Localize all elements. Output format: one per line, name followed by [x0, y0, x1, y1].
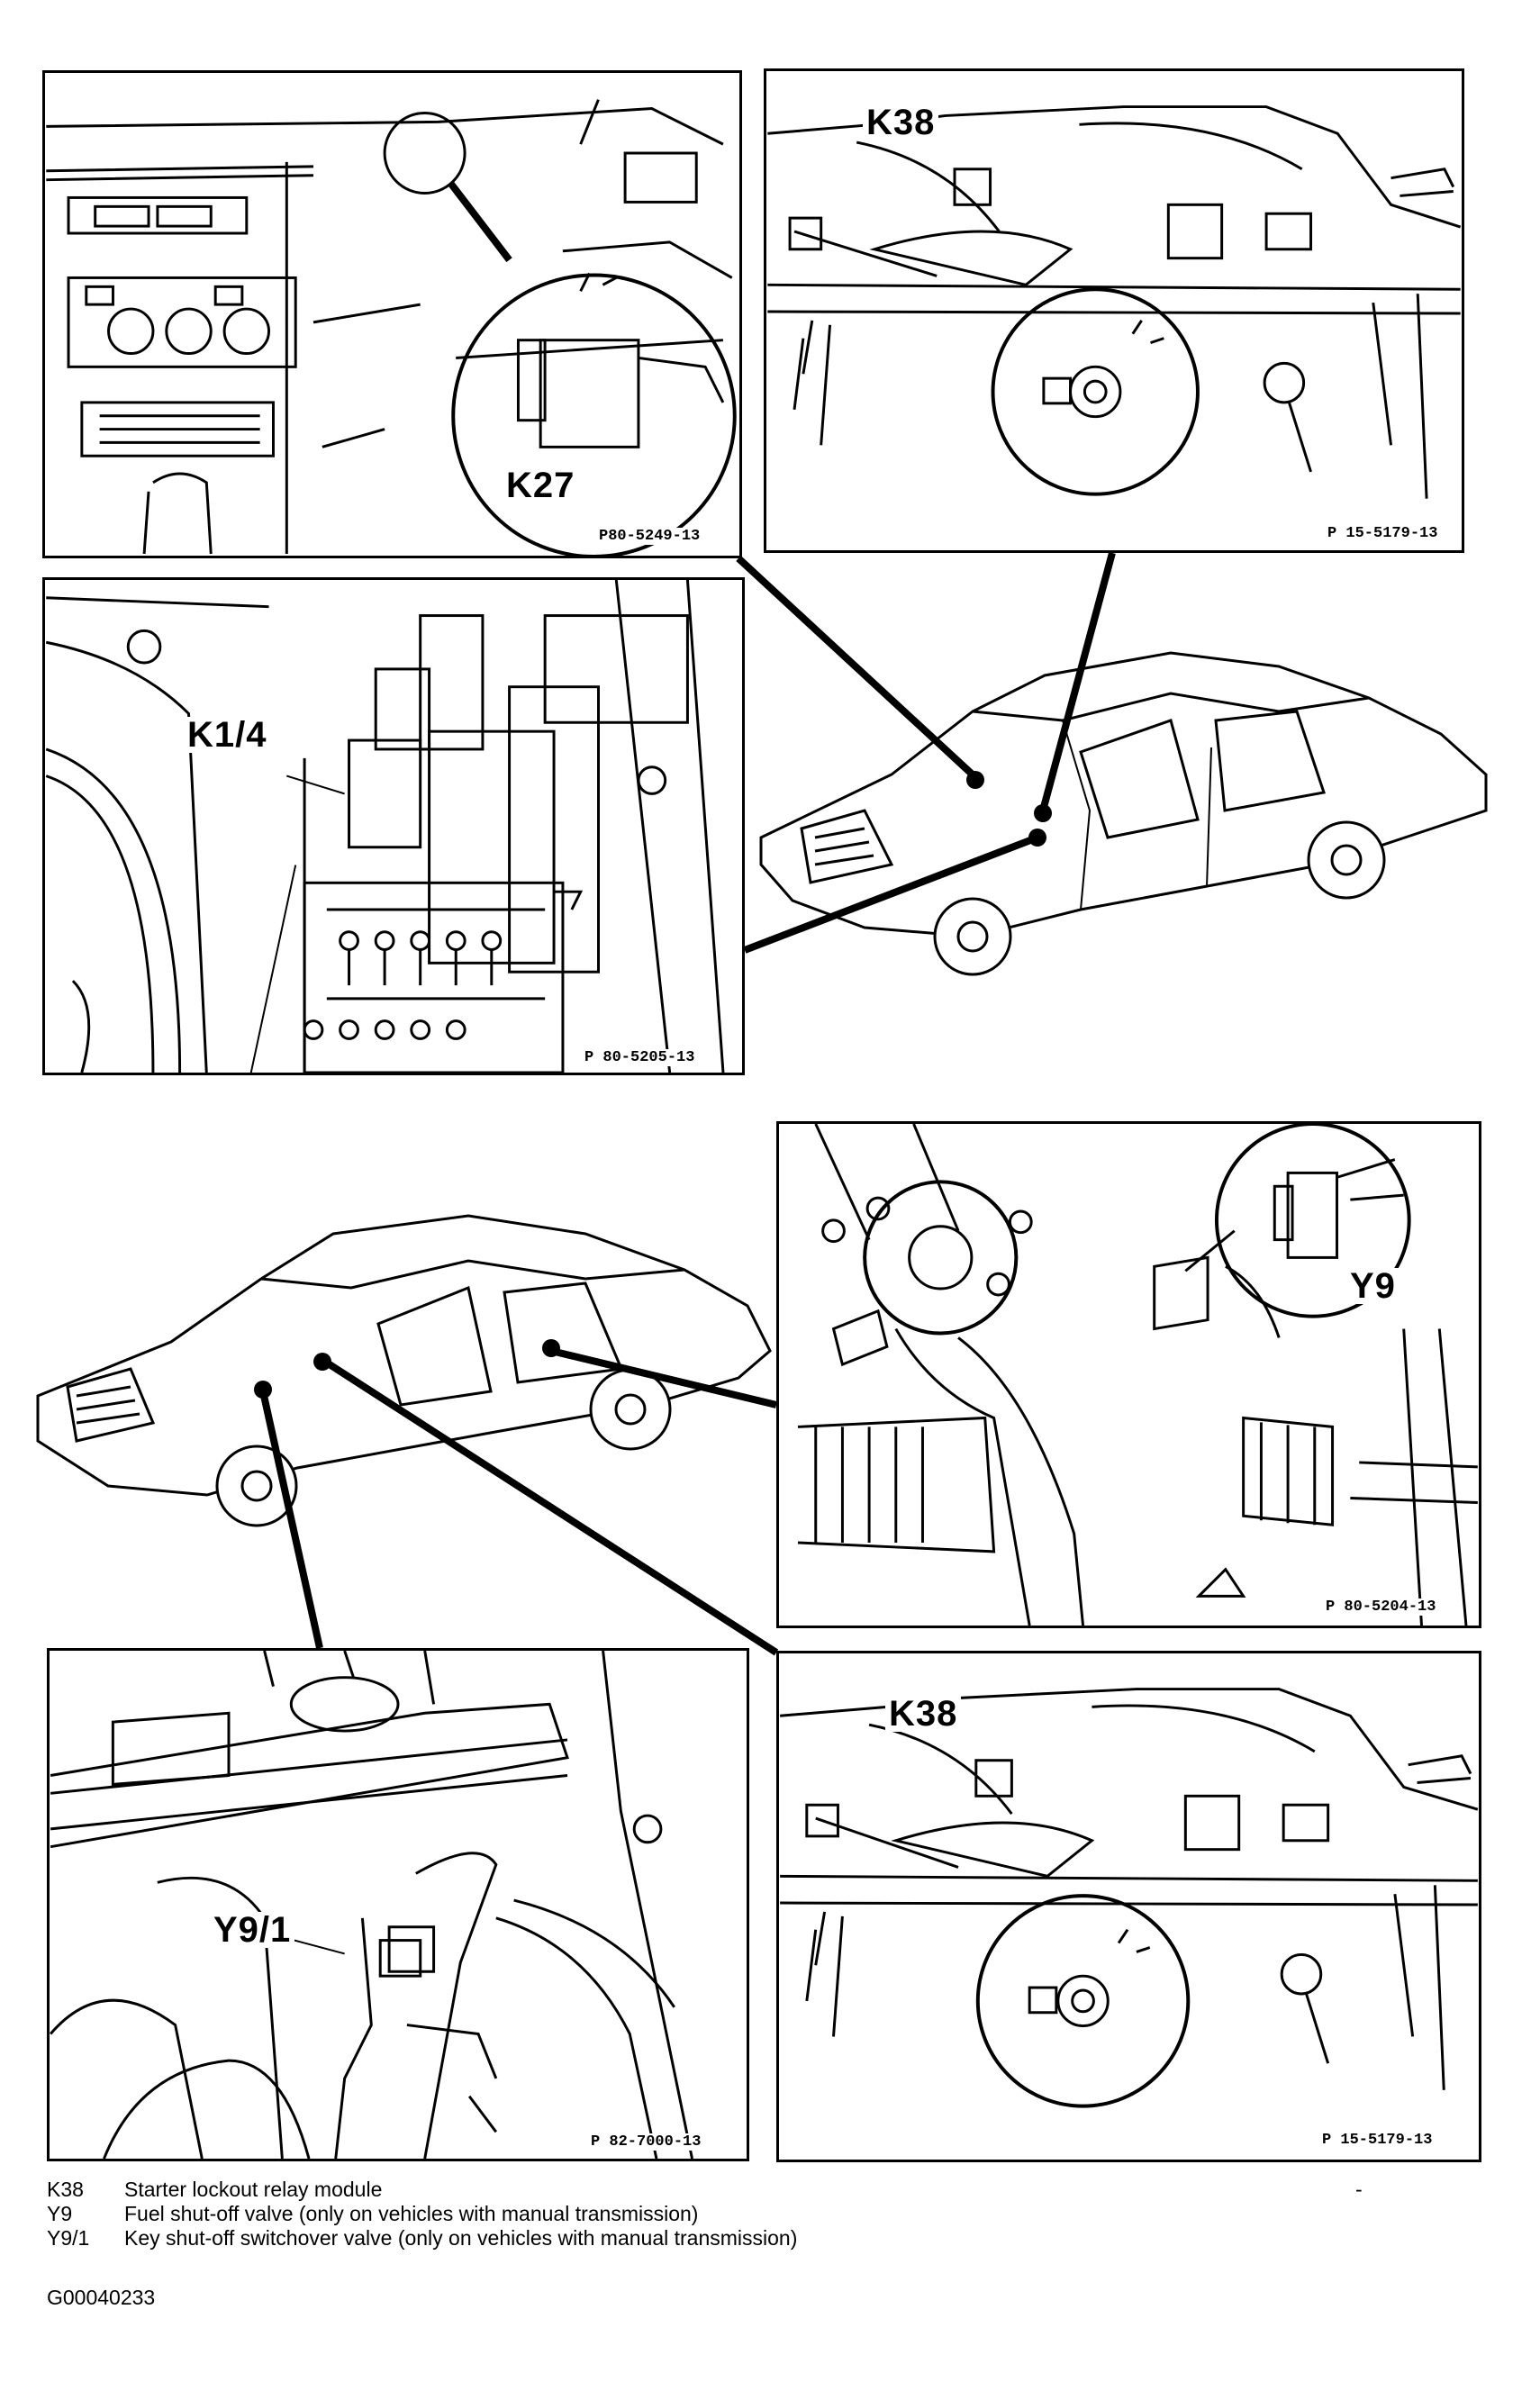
- callout-k27: K27: [503, 467, 579, 503]
- legend-dash: -: [1355, 2178, 1363, 2201]
- legend-description: Fuel shut-off valve (only on vehicles wi…: [124, 2202, 699, 2225]
- callout-k1-4: K1/4: [184, 717, 271, 753]
- callout-y9-1: Y9/1: [210, 1912, 295, 1948]
- dashboard-illustration: [46, 99, 737, 556]
- legend-code: Y9/1: [47, 2226, 90, 2250]
- panel-k38-bottom: K38 P 15-5179-13: [776, 1651, 1481, 2162]
- fusebox-illustration: [45, 580, 725, 1073]
- legend-description: Starter lockout relay module: [124, 2178, 383, 2201]
- photo-code: P80-5249-13: [596, 528, 703, 545]
- legend-row-y9: Y9 Fuel shut-off valve (only on vehicles…: [47, 2202, 1488, 2226]
- legend: K38 Starter lockout relay module Y9 Fuel…: [47, 2178, 1488, 2251]
- photo-code: P 82-7000-13: [588, 2133, 704, 2151]
- callout-k38-top: K38: [863, 104, 939, 140]
- legend-row-k38: K38 Starter lockout relay module: [47, 2178, 1488, 2202]
- photo-code: P 15-5179-13: [1319, 2132, 1436, 2149]
- leader-dots-upper: [966, 771, 1052, 847]
- legend-row-y9-1: Y9/1 Key shut-off switchover valve (only…: [47, 2226, 1488, 2251]
- callout-k38-bottom: K38: [885, 1696, 962, 1732]
- leader-lines-upper: [736, 551, 1116, 954]
- legend-code: K38: [47, 2178, 84, 2201]
- panel-k38-top: K38 P 15-5179-13: [764, 68, 1464, 553]
- photo-code: P 80-5204-13: [1323, 1599, 1439, 1616]
- driveshaft-illustration: [797, 1124, 1478, 1626]
- leader-dots-lower: [254, 1339, 560, 1399]
- lower-car-illustration: [36, 1214, 772, 1527]
- leader-lines-lower: [259, 1347, 779, 1656]
- underdash-illustration: [767, 105, 1462, 499]
- legend-code: Y9: [47, 2202, 73, 2225]
- panel-y9-1: Y9/1 P 82-7000-13: [47, 1648, 749, 2161]
- panel-k1-4: K1/4 P 80-5205-13: [42, 577, 745, 1075]
- underdash-illustration-2: [780, 1688, 1479, 2108]
- upper-car-illustration: [759, 651, 1488, 976]
- callout-y9: Y9: [1346, 1268, 1400, 1304]
- panel-y9: Y9 P 80-5204-13: [776, 1121, 1481, 1628]
- legend-description: Key shut-off switchover valve (only on v…: [124, 2226, 798, 2250]
- document-id: G00040233: [47, 2286, 156, 2309]
- photo-code: P 80-5205-13: [582, 1049, 698, 1066]
- engine-bay-illustration: [50, 1651, 693, 2159]
- panel-dashboard-k27: K27 P80-5249-13: [42, 70, 742, 558]
- photo-code: P 15-5179-13: [1325, 525, 1441, 542]
